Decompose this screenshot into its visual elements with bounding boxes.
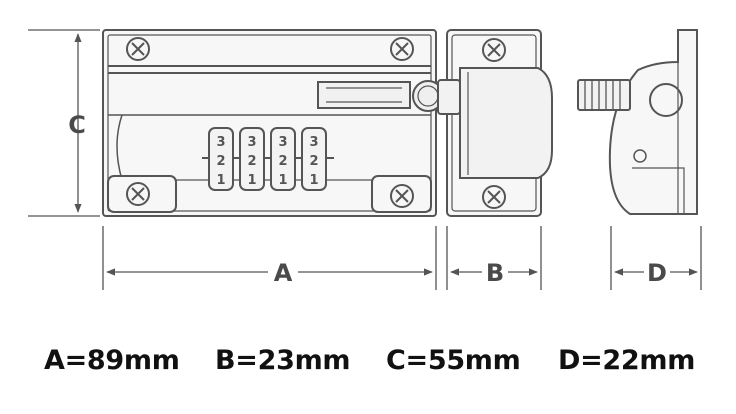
dial-1-top-digit: 3 (216, 135, 225, 150)
dial-2-bottom-digit: 1 (247, 173, 256, 188)
dial-3-bottom-digit: 1 (278, 173, 287, 188)
dial-4: 3 2 1 (301, 127, 327, 191)
combination-dials: 3 2 1 3 2 1 3 2 1 3 2 1 (202, 127, 334, 191)
dial-4-middle-digit: 2 (309, 154, 318, 169)
spec-d: D=22mm (558, 345, 696, 376)
screw-bottom-right (371, 175, 432, 213)
dimension-b (446, 226, 542, 290)
dimension-a (102, 226, 437, 290)
dial-4-top-digit: 3 (309, 135, 318, 150)
dial-2-top-digit: 3 (247, 135, 256, 150)
screw-top-left (126, 37, 150, 61)
dial-2: 3 2 1 (239, 127, 265, 191)
dial-3-top-digit: 3 (278, 135, 287, 150)
dial-4-bottom-digit: 1 (309, 173, 318, 188)
screw-bottom-left (107, 175, 177, 213)
dial-1-middle-digit: 2 (216, 154, 225, 169)
dial-1-bottom-digit: 1 (216, 173, 225, 188)
dimension-d-label: D (647, 259, 667, 287)
side-profile-view (577, 29, 698, 215)
spec-c: C=55mm (386, 345, 521, 376)
spec-b: B=23mm (215, 345, 351, 376)
dial-3: 3 2 1 (270, 127, 296, 191)
dimension-b-label: B (486, 259, 504, 287)
dimension-d (610, 226, 702, 290)
dial-3-middle-digit: 2 (278, 154, 287, 169)
keeper-screw-bottom (482, 185, 506, 209)
keeper-plate (437, 29, 553, 217)
keeper-screw-top (482, 38, 506, 62)
dimension-c (28, 29, 100, 217)
dimension-a-label: A (274, 259, 293, 287)
dial-2-middle-digit: 2 (247, 154, 256, 169)
lock-body (102, 29, 444, 217)
dimension-c-label: C (68, 111, 86, 139)
spec-a: A=89mm (44, 345, 180, 376)
screw-top-right (390, 37, 414, 61)
dial-1: 3 2 1 (208, 127, 234, 191)
